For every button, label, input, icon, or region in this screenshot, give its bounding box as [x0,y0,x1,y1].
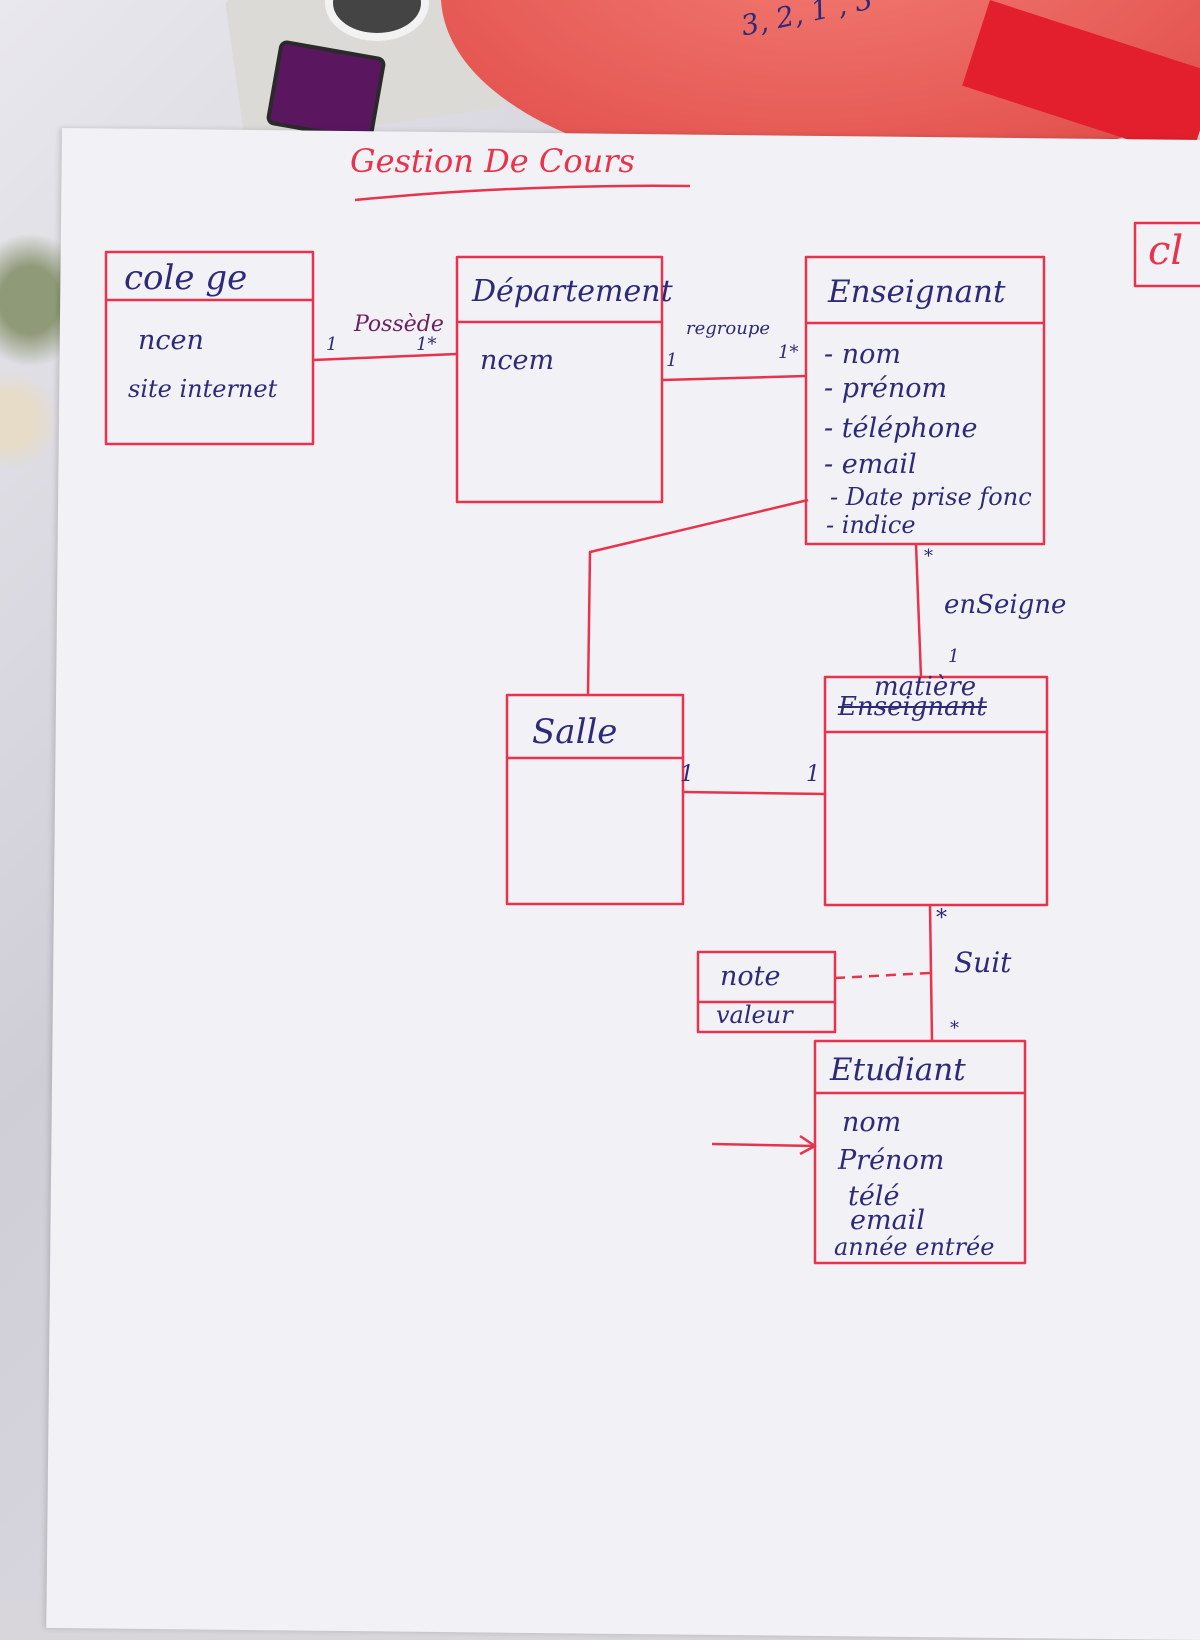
enseignant-attribute: - email [824,449,917,480]
title-underline [354,184,691,202]
enseigne-mult-bottom: 1 [948,646,960,667]
etudiant-attribute: Prénom [838,1145,945,1176]
note-class-name: note [720,961,781,992]
enseignant-attribute: - prénom [824,373,948,404]
enseigne-label: enSeigne [944,590,1067,620]
regroupe-mult-left: 1 [666,350,678,371]
etudiant-attribute: nom [842,1107,902,1138]
enseigne-mult-top: * [924,546,933,567]
possede-mult-left: 1 [326,334,338,355]
incoming-arrow-head [799,1134,817,1156]
college-class-name: cole ge [124,258,248,298]
etudiant-class-name: Etudiant [830,1052,966,1088]
enseignant-attribute: - nom [824,339,901,370]
etudiant-attribute: email [850,1205,925,1236]
departement-class-name: Département [472,274,673,309]
possede-mult-right: 1* [416,334,437,355]
salle-matiere-mult-right: 1 [806,762,820,787]
matiere-class-name: matière [874,672,977,702]
suit-mult-bottom: * [950,1018,959,1039]
matiere-struck-name: Enseignant [838,692,987,722]
suit-line [928,904,934,1042]
college-attribute: ncen [138,325,204,356]
suit-mult-top: * [936,906,947,931]
regroupe-mult-right: 1* [778,342,799,363]
etudiant-attribute: télé [848,1181,900,1212]
regroupe-line [661,374,807,382]
departement-salle-line [586,498,809,696]
salle-class-box [505,693,685,906]
etudiant-attribute: année entrée [834,1233,995,1261]
enseignant-attribute: - indice [826,511,916,539]
enseignant-class-box [804,255,1046,546]
enseignant-attribute: - Date prise fonc [830,483,1032,511]
possede-label: Possède [354,312,444,337]
incoming-arrow-line [711,1142,816,1148]
enseignant-class-name: Enseignant [828,274,1006,310]
enseignant-attribute: - téléphone [824,413,978,444]
regroupe-label: regroupe [686,318,770,339]
page-title: Gestion De Cours [350,142,635,180]
enseigne-line [914,543,923,678]
matiere-class-box [823,675,1049,907]
salle-class-name: Salle [532,712,618,752]
uml-diagram [104,184,1200,1265]
salle-matiere-mult-left: 1 [680,762,694,787]
college-class-box [104,250,315,446]
college-attribute: site internet [128,375,278,403]
margin-partial-text: cl [1148,228,1184,274]
suit-label: Suit [954,946,1012,979]
note-class-box [696,950,837,1034]
note-dashed-link [834,971,931,980]
note-attribute: valeur [716,1001,793,1029]
departement-attribute: ncem [480,345,555,376]
etudiant-class-box [813,1039,1027,1265]
salle-matiere-line [682,790,826,796]
possede-line [312,352,458,362]
margin-partial-box [1133,221,1200,288]
